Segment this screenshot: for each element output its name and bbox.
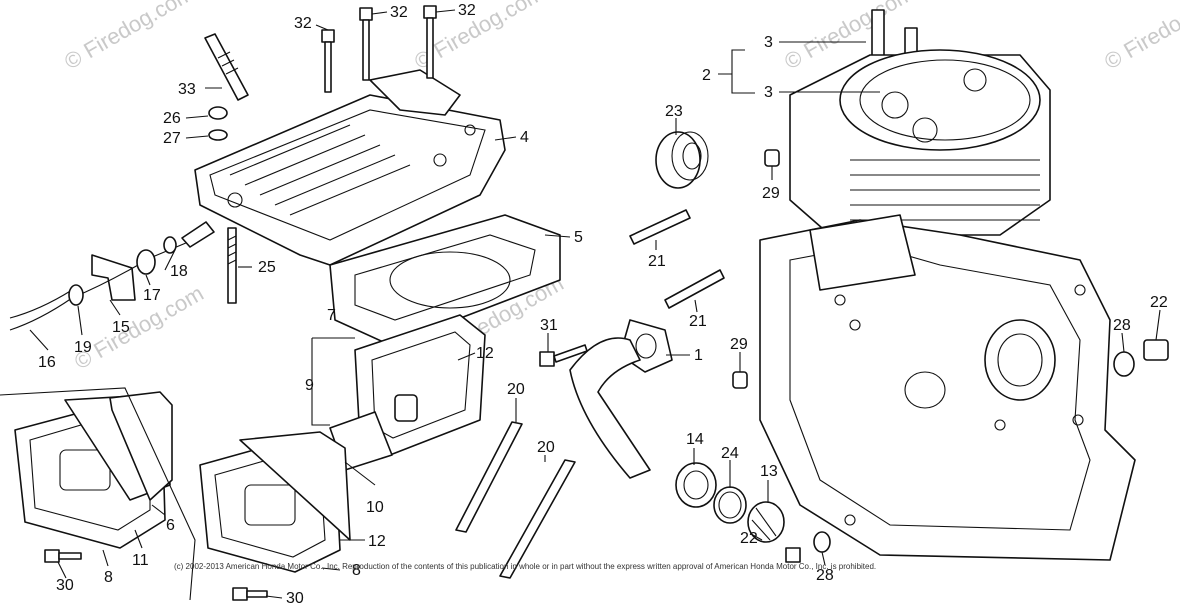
copyright-notice: (c) 2002-2013 American Honda Motor Co., …: [174, 562, 876, 571]
callout-12b: 12: [368, 533, 386, 550]
callout-30b: 30: [286, 590, 304, 607]
group-brackets: [0, 337, 355, 601]
callout-20b: 20: [537, 439, 555, 456]
callout-12a: 12: [476, 345, 494, 362]
callout-27: 27: [163, 130, 181, 147]
callout-2: 2: [702, 67, 711, 84]
callout-8a: 8: [104, 569, 113, 586]
callout-10: 10: [366, 499, 384, 516]
callout-8b: 8: [352, 562, 361, 579]
callout-23: 23: [665, 103, 683, 120]
callout-17: 17: [143, 287, 161, 304]
callout-14: 14: [686, 431, 704, 448]
callout-labels: 1 2 3 3 4 5 6 7 8 8 9 10 11 12 12 13 14 …: [38, 2, 1168, 607]
middle-cover-group: [199, 431, 351, 573]
callout-21b: 21: [689, 313, 707, 330]
callout-29b: 29: [730, 336, 748, 353]
callout-4: 4: [520, 129, 529, 146]
head-cover: [194, 69, 506, 266]
callout-29a: 29: [762, 185, 780, 202]
bolts-32: [321, 5, 437, 93]
callout-5: 5: [574, 229, 583, 246]
callout-7: 7: [327, 307, 336, 324]
cylinder-block: [759, 9, 1136, 561]
callout-11: 11: [132, 552, 149, 569]
watermark-1: © Firedog.com: [60, 0, 198, 74]
studs-20: [455, 421, 576, 579]
callout-26: 26: [163, 110, 181, 127]
callout-18: 18: [170, 263, 188, 280]
callout-1: 1: [694, 347, 703, 364]
callout-3b: 3: [764, 84, 773, 101]
oil-seal-23: [655, 131, 709, 189]
leader-lines: [29, 9, 1161, 599]
callout-15: 15: [112, 319, 130, 336]
callout-32c: 32: [458, 2, 476, 19]
bolt-31: [539, 344, 588, 367]
callout-20a: 20: [507, 381, 525, 398]
left-cover-group: [14, 391, 173, 549]
callout-19: 19: [74, 339, 92, 356]
callout-6: 6: [166, 517, 175, 534]
callout-33: 33: [178, 81, 196, 98]
intake-pipe: [569, 319, 747, 524]
drain-plug-group: [747, 339, 1169, 563]
callout-28b: 28: [816, 567, 834, 584]
bolts-30: [44, 549, 268, 601]
callout-9: 9: [305, 377, 314, 394]
callout-13: 13: [760, 463, 778, 480]
callout-31: 31: [540, 317, 558, 334]
callout-32a: 32: [294, 15, 312, 32]
stud-25: [227, 227, 237, 304]
callout-28a: 28: [1113, 317, 1131, 334]
callout-24: 24: [721, 445, 739, 462]
studs-21: [629, 209, 725, 309]
callout-21a: 21: [648, 253, 666, 270]
callout-22a: 22: [1150, 294, 1168, 311]
callout-25: 25: [258, 259, 276, 276]
callout-30a: 30: [56, 577, 74, 594]
callout-16: 16: [38, 354, 56, 371]
callout-32b: 32: [390, 4, 408, 21]
watermark-4: © Firedog.com: [1100, 0, 1180, 74]
callout-22b: 22: [740, 530, 758, 547]
callout-3a: 3: [764, 34, 773, 51]
spark-plug: [204, 33, 249, 141]
watermark-5: © Firedog.com: [70, 280, 208, 374]
wire-assembly: [9, 221, 215, 331]
head-gasket: [329, 214, 561, 346]
